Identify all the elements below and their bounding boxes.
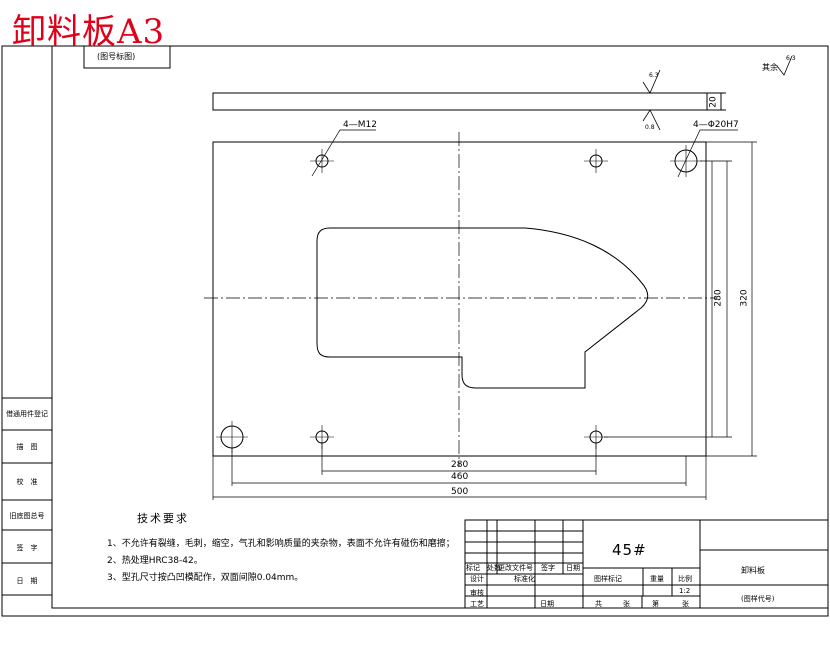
side-view-plate (212, 92, 726, 111)
dim-h-inner: 280 (451, 460, 469, 470)
roughness-value-corner: 6.3 (786, 55, 796, 62)
tb-page-unit: 张 (682, 600, 689, 608)
material-value: 45# (612, 541, 647, 559)
tb-design: 设计 (470, 575, 484, 583)
tb-review: 审核 (470, 589, 484, 597)
tb-weight: 重量 (650, 575, 664, 583)
pin-callout: 4—Φ20H7 (693, 120, 739, 130)
main-plate (212, 141, 707, 457)
drawing-title: 卸料板A3 (12, 12, 166, 52)
die-opening-profile (316, 227, 649, 389)
roughness-value-bottom: 0.8 (645, 124, 655, 131)
requirements-heading: 技术要求 (137, 512, 189, 525)
tb-header-sign: 签字 (541, 564, 555, 572)
surface-note: 其余 (762, 63, 778, 72)
side-label-trace: 描 图 (16, 443, 38, 451)
drawing-code: (图样代号) (741, 595, 775, 603)
part-name: 卸料板 (741, 566, 765, 575)
title-block-grid (464, 519, 829, 609)
side-panel-grid (2, 397, 52, 596)
roughness-value-top: 6.3 (649, 72, 659, 79)
tb-page: 第 (652, 600, 659, 608)
tb-header-date: 日期 (566, 564, 580, 572)
centerlines (204, 132, 716, 466)
requirement-item: 1、不允许有裂缝，毛刺，缩空，气孔和影响质量的夹杂物，表面不允许有碰伤和磨擦； (107, 539, 455, 549)
tb-total: 共 (595, 600, 602, 608)
dim-v-inner: 280 (713, 289, 724, 307)
tb-header-count: 处数 (487, 564, 501, 572)
drawing-frame (1, 45, 829, 617)
dim-h-mid: 460 (451, 472, 469, 482)
tb-process: 工艺 (470, 600, 484, 608)
tb-standardize: 标准化 (514, 575, 535, 583)
tb-scale: 比例 (678, 575, 692, 583)
tb-header-change-doc: 更改文件号 (498, 564, 533, 572)
tb-date: 日期 (540, 600, 554, 608)
tb-sheet: 张 (623, 600, 630, 608)
requirement-item: 2、热处理HRC38-42。 (107, 556, 203, 566)
callout-leaders (311, 129, 738, 178)
dim-v-total: 320 (739, 289, 750, 307)
dim-thickness: 20 (708, 96, 719, 108)
side-label-signature: 签 字 (16, 544, 38, 552)
dim-h-total: 500 (451, 487, 469, 497)
tb-stage-mark: 图样标记 (594, 575, 622, 583)
roughness-symbols (642, 55, 793, 131)
vertical-dimensions (604, 141, 757, 457)
side-label-standard-parts: 借通用件登记 (6, 410, 48, 418)
tb-header-mark: 标记 (466, 564, 480, 572)
requirement-item: 3、型孔尺寸按凸凹模配作，双面间隙0.04mm。 (107, 573, 304, 583)
side-label-check: 校 准 (16, 478, 38, 486)
side-label-date: 日 期 (16, 577, 38, 585)
horizontal-dimensions (212, 443, 707, 500)
side-label-old-number: 旧底图总号 (9, 512, 45, 520)
stamp-label: (图号标图) (97, 52, 136, 61)
tb-scale-value: 1:2 (679, 587, 691, 595)
thread-callout: 4—M12 (343, 120, 377, 130)
